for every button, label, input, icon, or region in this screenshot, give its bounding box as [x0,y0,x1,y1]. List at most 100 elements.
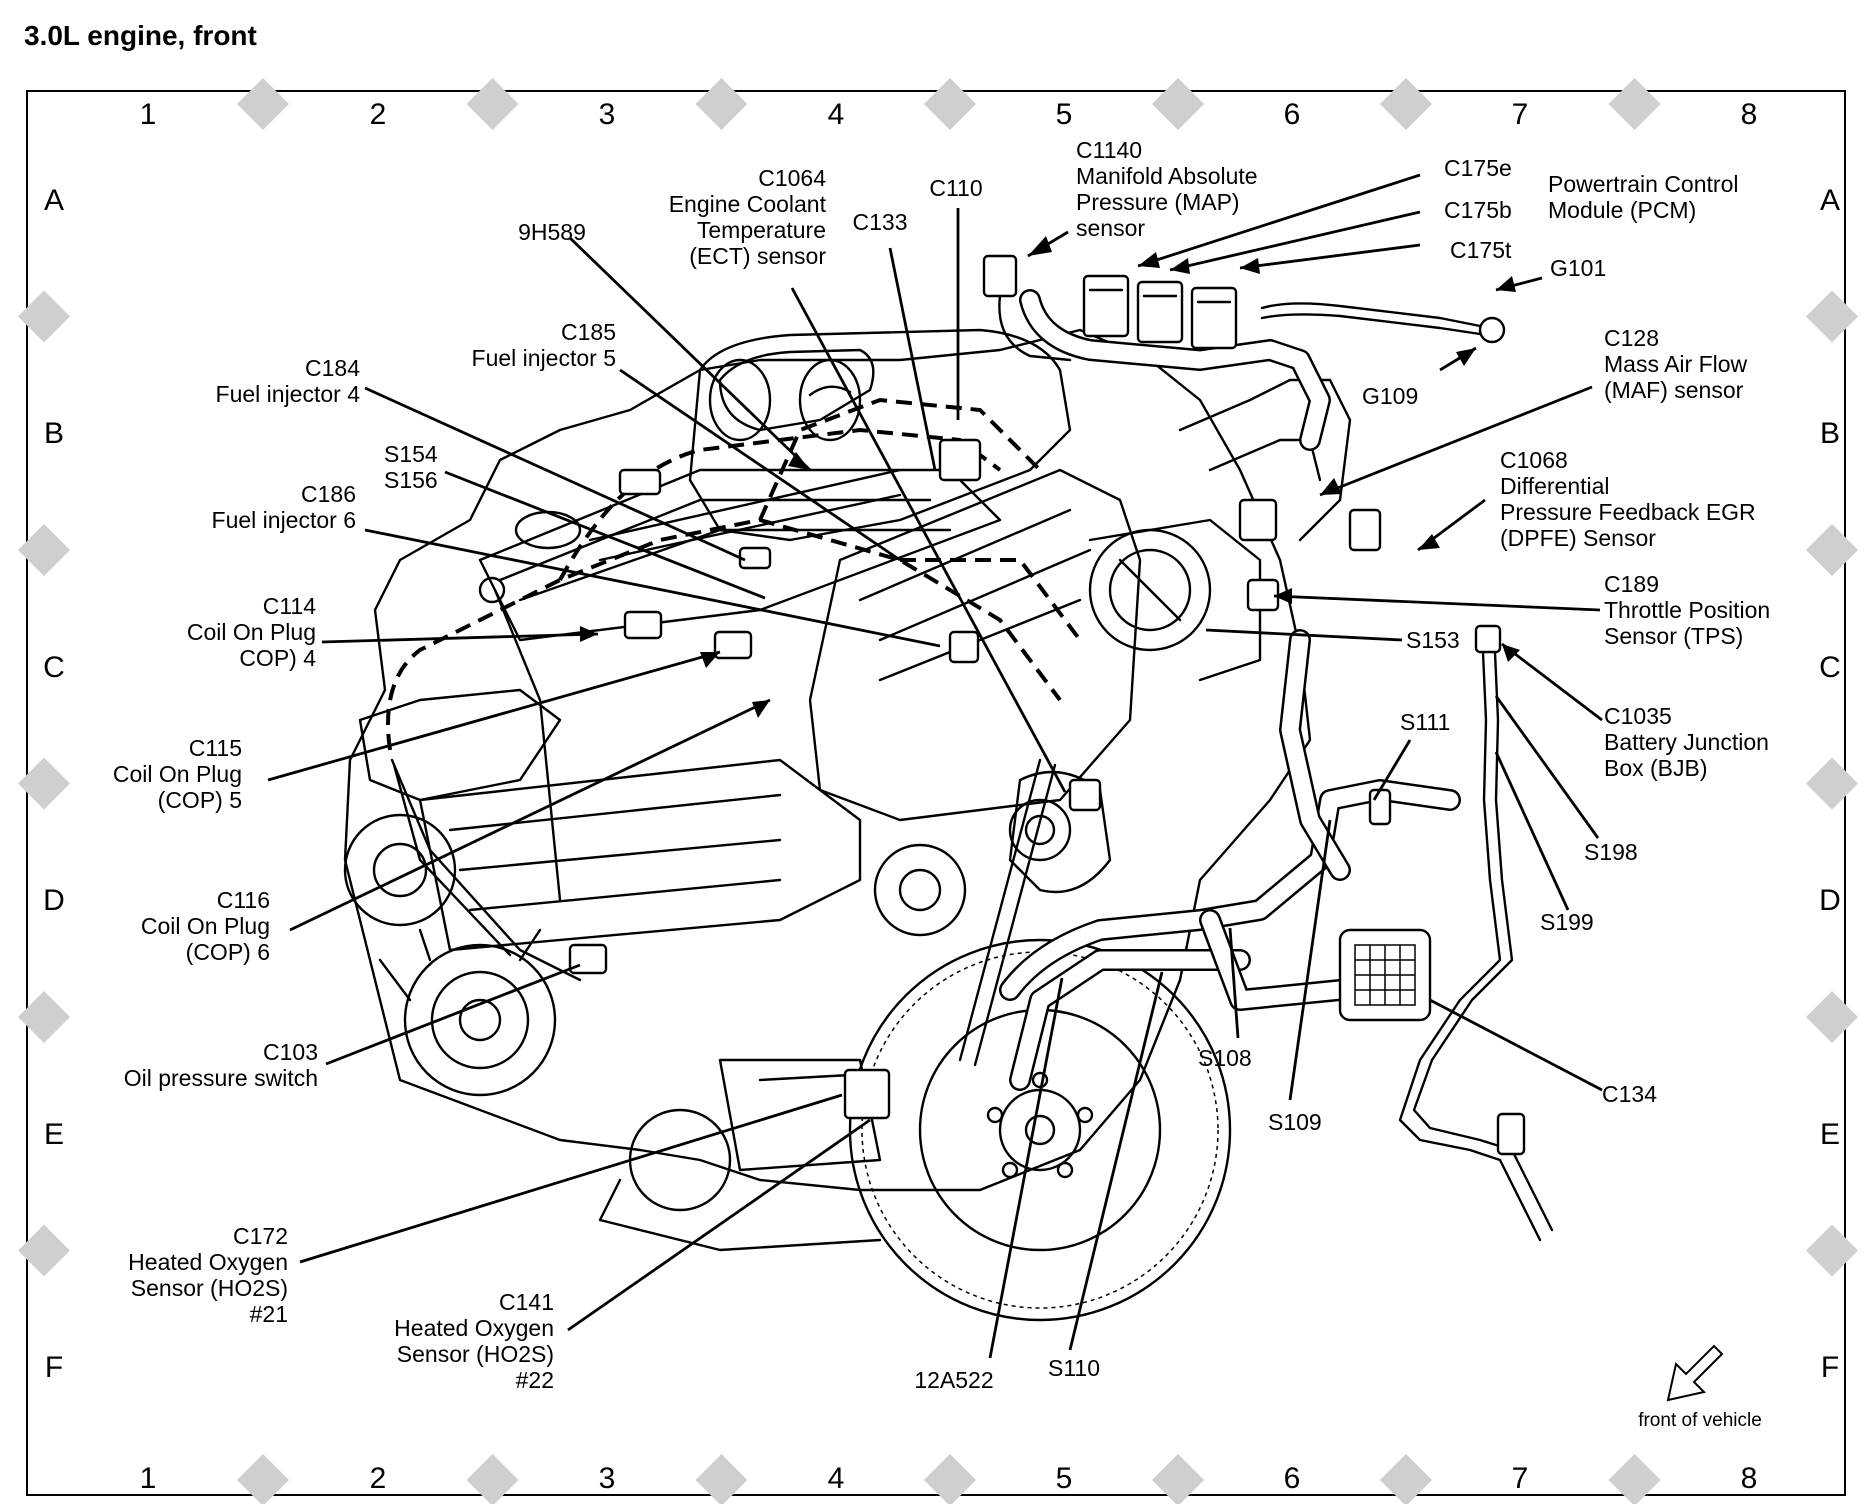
label-c172-line: Sensor (HO2S) [131,1275,288,1301]
label-c133: C133 [853,209,908,235]
grid-diamond [18,524,70,576]
label-c185-line: Fuel injector 5 [472,345,616,371]
label-c141-line: #22 [516,1367,554,1393]
label-c134: C134 [1602,1081,1657,1107]
grid-diamond [924,78,976,130]
label-c103-line: Oil pressure switch [124,1065,318,1091]
leader-lines [267,173,1603,1359]
grid-row-label: E [1820,1118,1840,1151]
grid-diamond [18,991,70,1043]
grid-row-label: D [1819,884,1841,917]
page-title: 3.0L engine, front [24,20,257,51]
grid-column-label: 1 [140,98,157,131]
label-c115-line: C115 [189,735,242,761]
grid-column-label: 7 [1512,1462,1529,1495]
label-s110-line: S110 [1048,1355,1100,1381]
grid-diamond [18,757,70,810]
label-c1068-line: Differential [1500,473,1610,499]
label-g109-line: G109 [1362,383,1418,409]
label-12a522-line: 12A522 [914,1367,993,1393]
label-9h589-line: 9H589 [518,219,586,245]
grid-diamond [1380,1454,1432,1504]
label-s109-line: S109 [1268,1109,1322,1135]
label-c175b: C175b [1444,197,1512,223]
label-c141-line: C141 [499,1289,554,1315]
label-c175t: C175t [1450,237,1512,263]
label-s153: S153 [1406,627,1460,653]
grid-column-label: 2 [370,98,387,131]
label-c1068-line: (DPFE) Sensor [1500,525,1656,551]
label-c1064-line: Temperature [697,217,826,243]
grid-row-label: C [43,651,65,684]
grid-column-label: 7 [1512,98,1529,131]
engine-harness-hoses [982,254,1554,1242]
grid-column-label: 6 [1284,98,1301,131]
grid-column-label: 3 [599,1462,616,1495]
label-s199-line: S199 [1540,909,1594,935]
label-c114-line: C114 [263,593,316,619]
label-pcm-line: Module (PCM) [1548,197,1696,223]
label-c175e-line: C175e [1444,155,1512,181]
label-c172-line: Heated Oxygen [128,1249,288,1275]
label-s199: S199 [1540,909,1594,935]
label-c141-line: Sensor (HO2S) [397,1341,554,1367]
label-c115-line: (COP) 5 [158,787,242,813]
label-c114-line: COP) 4 [239,645,316,671]
label-s111-line: S111 [1400,709,1450,735]
grid-row-label: F [1821,1351,1839,1384]
label-g101-line: G101 [1550,255,1606,281]
grid-column-label: 3 [599,98,616,131]
grid-diamond [18,290,70,343]
grid-diamond [695,1454,748,1504]
label-s198: S198 [1584,839,1638,865]
grid-row-label: C [1819,651,1841,684]
label-c172-line: C172 [233,1223,288,1249]
label-c184-line: C184 [305,355,360,381]
grid-column-label: 2 [370,1462,387,1495]
label-s108-line: S108 [1198,1045,1252,1071]
label-c128-line: C128 [1604,325,1659,351]
grid-diamond [466,1454,519,1504]
grid-row-label: E [44,1118,64,1151]
label-s154-line: S156 [384,467,438,493]
grid-diamond [18,1224,70,1277]
grid-column-label: 1 [140,1462,157,1495]
label-c189-line: C189 [1604,571,1659,597]
label-c189-line: Throttle Position [1604,597,1770,623]
wiring-harness [386,397,1082,982]
label-c114-line: Coil On Plug [187,619,316,645]
label-c1064-line: (ECT) sensor [689,243,826,269]
engine-connectors [568,438,1392,1120]
grid-row-label: F [45,1351,63,1384]
grid-diamond [237,78,289,130]
label-c175b-line: C175b [1444,197,1512,223]
label-c184-line: Fuel injector 4 [216,381,361,407]
label-s110: S110 [1048,1355,1100,1381]
grid-diamond [1608,78,1661,130]
label-c141-line: Heated Oxygen [394,1315,554,1341]
label-c116-line: C116 [217,887,270,913]
grid-diamond [237,1454,289,1504]
label-g109: G109 [1362,383,1418,409]
grid-diamond [695,78,748,130]
label-c175e: C175e [1444,155,1512,181]
grid-row-label: B [44,417,64,450]
label-c1064-line: C1064 [758,165,826,191]
grid-column-label: 6 [1284,1462,1301,1495]
grid-row-label: A [1820,184,1840,217]
label-c116-line: (COP) 6 [186,939,270,965]
